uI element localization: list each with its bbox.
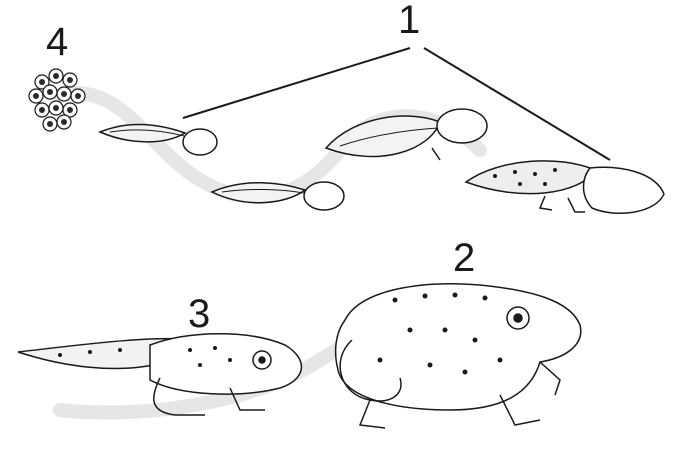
adult-frog xyxy=(336,284,581,428)
label-froglet-number: 3 xyxy=(188,294,210,334)
tadpole-large xyxy=(326,109,487,160)
label-tadpoles-number: 1 xyxy=(398,0,420,40)
label-adult-frog-number: 2 xyxy=(453,238,475,278)
pointer-line-left xyxy=(183,48,410,118)
tadpole-medium xyxy=(212,182,344,210)
label-eggs-number: 4 xyxy=(46,22,68,62)
tadpole-with-legs xyxy=(466,161,664,213)
froglet-with-tail xyxy=(18,334,301,415)
pointer-line-right xyxy=(424,48,610,160)
